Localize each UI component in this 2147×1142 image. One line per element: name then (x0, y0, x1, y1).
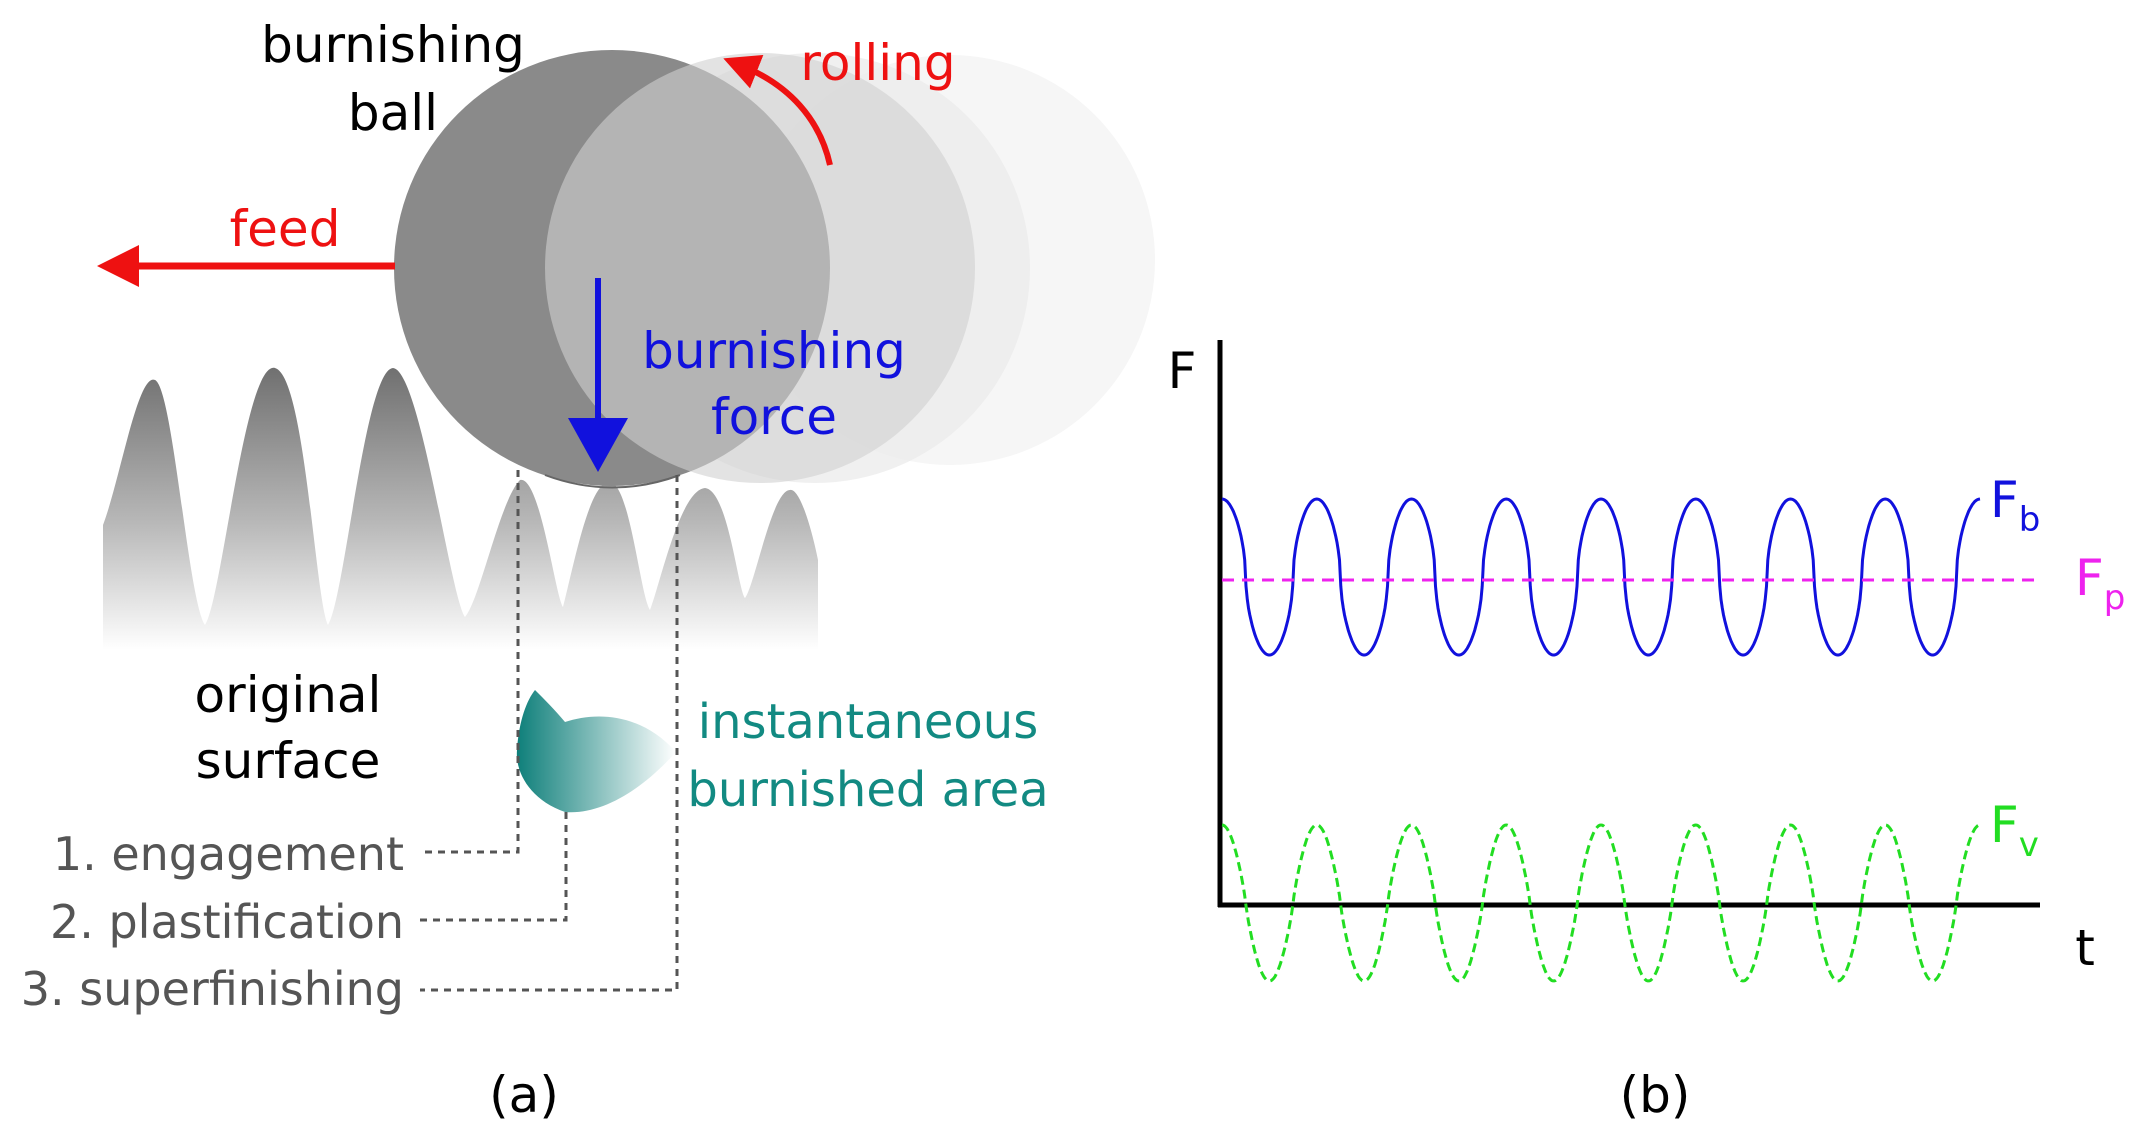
area-label-line1: instantaneous (698, 694, 1038, 750)
phase-engagement-label: 1. engagement (53, 827, 404, 881)
panel-b-caption: (b) (1620, 1066, 1691, 1124)
x-axis-label: t (2075, 919, 2095, 977)
fp-label: Fp (2075, 549, 2125, 618)
original-surface (103, 367, 818, 650)
force-label-line2: force (711, 388, 837, 446)
fp-label-sub: p (2104, 578, 2126, 618)
contact-arc (544, 474, 681, 489)
phase-superfinishing-label: 3. superfinishing (21, 962, 404, 1016)
fb-burnishing-force-curve (1221, 497, 1981, 657)
ball-overlap-region (545, 53, 975, 483)
panel-b: F t Fb Fp Fv (b) (1168, 340, 2125, 1124)
rolling-arrow (723, 54, 833, 166)
ball-label-line1: burnishing (261, 16, 525, 74)
leader-engagement (420, 470, 520, 854)
surface-label-line1: original (195, 666, 382, 724)
force-arrow-head (568, 418, 628, 472)
phase-leader-lines (420, 470, 679, 992)
fv-label: Fv (1990, 796, 2039, 865)
ball-label-line2: ball (348, 84, 438, 142)
fb-label-main: F (1990, 471, 2019, 529)
panel-a-caption: (a) (489, 1066, 559, 1124)
fb-label: Fb (1990, 471, 2040, 540)
leader-superfinishing (420, 475, 679, 992)
phase-plastification-label: 2. plastification (50, 895, 404, 949)
surface-label-line2: surface (196, 732, 381, 790)
fv-vibration-force-curve (1221, 823, 1981, 983)
area-label-line2: burnished area (687, 762, 1048, 818)
rolling-label: rolling (800, 34, 955, 92)
fv-label-main: F (1990, 796, 2019, 854)
force-label-line1: burnishing (642, 322, 906, 380)
fp-label-main: F (2075, 549, 2104, 607)
panel-a: burnishing ball rolling feed burnishing … (21, 16, 1155, 1124)
leader-plastification (420, 812, 568, 922)
fv-label-sub: v (2019, 825, 2039, 865)
y-axis-label: F (1168, 342, 1197, 400)
burnished-area-shape (516, 690, 676, 813)
fb-label-sub: b (2019, 500, 2041, 540)
feed-label: feed (230, 200, 341, 258)
